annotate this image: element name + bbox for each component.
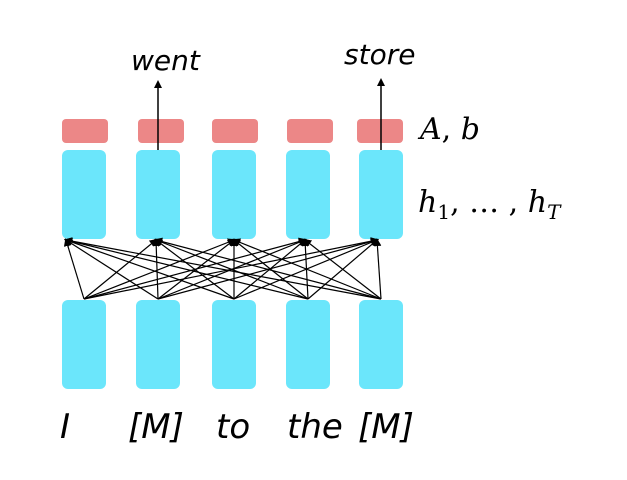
- hidden-h1: h: [418, 185, 437, 220]
- connection-5-5: [373, 238, 382, 300]
- connection-4-1: [64, 237, 309, 300]
- input-box-2: [136, 300, 180, 389]
- connection-5-4: [303, 238, 382, 300]
- connection-3-1: [64, 238, 235, 300]
- projection-box-4: [287, 119, 333, 143]
- input-tokens: I [M] to the [M]: [60, 407, 414, 447]
- connection-3-5: [233, 238, 379, 300]
- connection-4-3: [232, 238, 309, 300]
- hidden-boxes: [62, 150, 403, 239]
- hidden-box-1: [62, 150, 106, 239]
- projection-boxes: [62, 119, 403, 143]
- output-word-right: store: [344, 38, 415, 71]
- connection-1-2: [83, 238, 158, 300]
- hidden-sub-1: 1: [437, 200, 450, 224]
- hidden-middle: , … ,: [450, 185, 528, 220]
- attention-connections: [63, 237, 382, 300]
- projection-box-3: [212, 119, 258, 143]
- params-comma: ,: [442, 112, 461, 147]
- connection-5-1: [64, 237, 382, 300]
- connection-2-3: [157, 238, 236, 300]
- token-3: to: [216, 407, 250, 447]
- hidden-box-2: [136, 150, 180, 239]
- input-box-4: [286, 300, 330, 389]
- connection-5-2: [154, 237, 382, 300]
- input-boxes: [62, 300, 403, 389]
- output-word-left: went: [131, 44, 201, 77]
- projection-box-2: [138, 119, 184, 143]
- output-arrows: [154, 78, 385, 150]
- token-4: the: [287, 407, 343, 447]
- hidden-box-3: [212, 150, 256, 239]
- connection-2-2: [152, 238, 161, 300]
- hidden-box-4: [286, 150, 330, 239]
- hidden-sub-t: T: [547, 200, 562, 224]
- hidden-label: h1, … , hT: [418, 185, 562, 224]
- token-2: [M]: [128, 407, 184, 447]
- hidden-box-5: [359, 150, 403, 239]
- connection-5-3: [232, 238, 382, 300]
- token-1: I: [60, 407, 70, 447]
- params-a: A: [417, 112, 442, 147]
- input-box-5: [359, 300, 403, 389]
- connection-4-2: [154, 238, 309, 300]
- hidden-ht: h: [528, 185, 547, 220]
- input-box-3: [212, 300, 256, 389]
- projection-box-5: [357, 119, 403, 143]
- connection-1-3: [83, 238, 236, 300]
- projection-box-1: [62, 119, 108, 143]
- connection-3-2: [154, 238, 235, 300]
- connection-1-1: [63, 238, 85, 300]
- token-5: [M]: [358, 407, 414, 447]
- input-box-1: [62, 300, 106, 389]
- params-label: A, b: [417, 112, 480, 147]
- connection-2-1: [64, 238, 159, 300]
- params-b: b: [461, 112, 480, 147]
